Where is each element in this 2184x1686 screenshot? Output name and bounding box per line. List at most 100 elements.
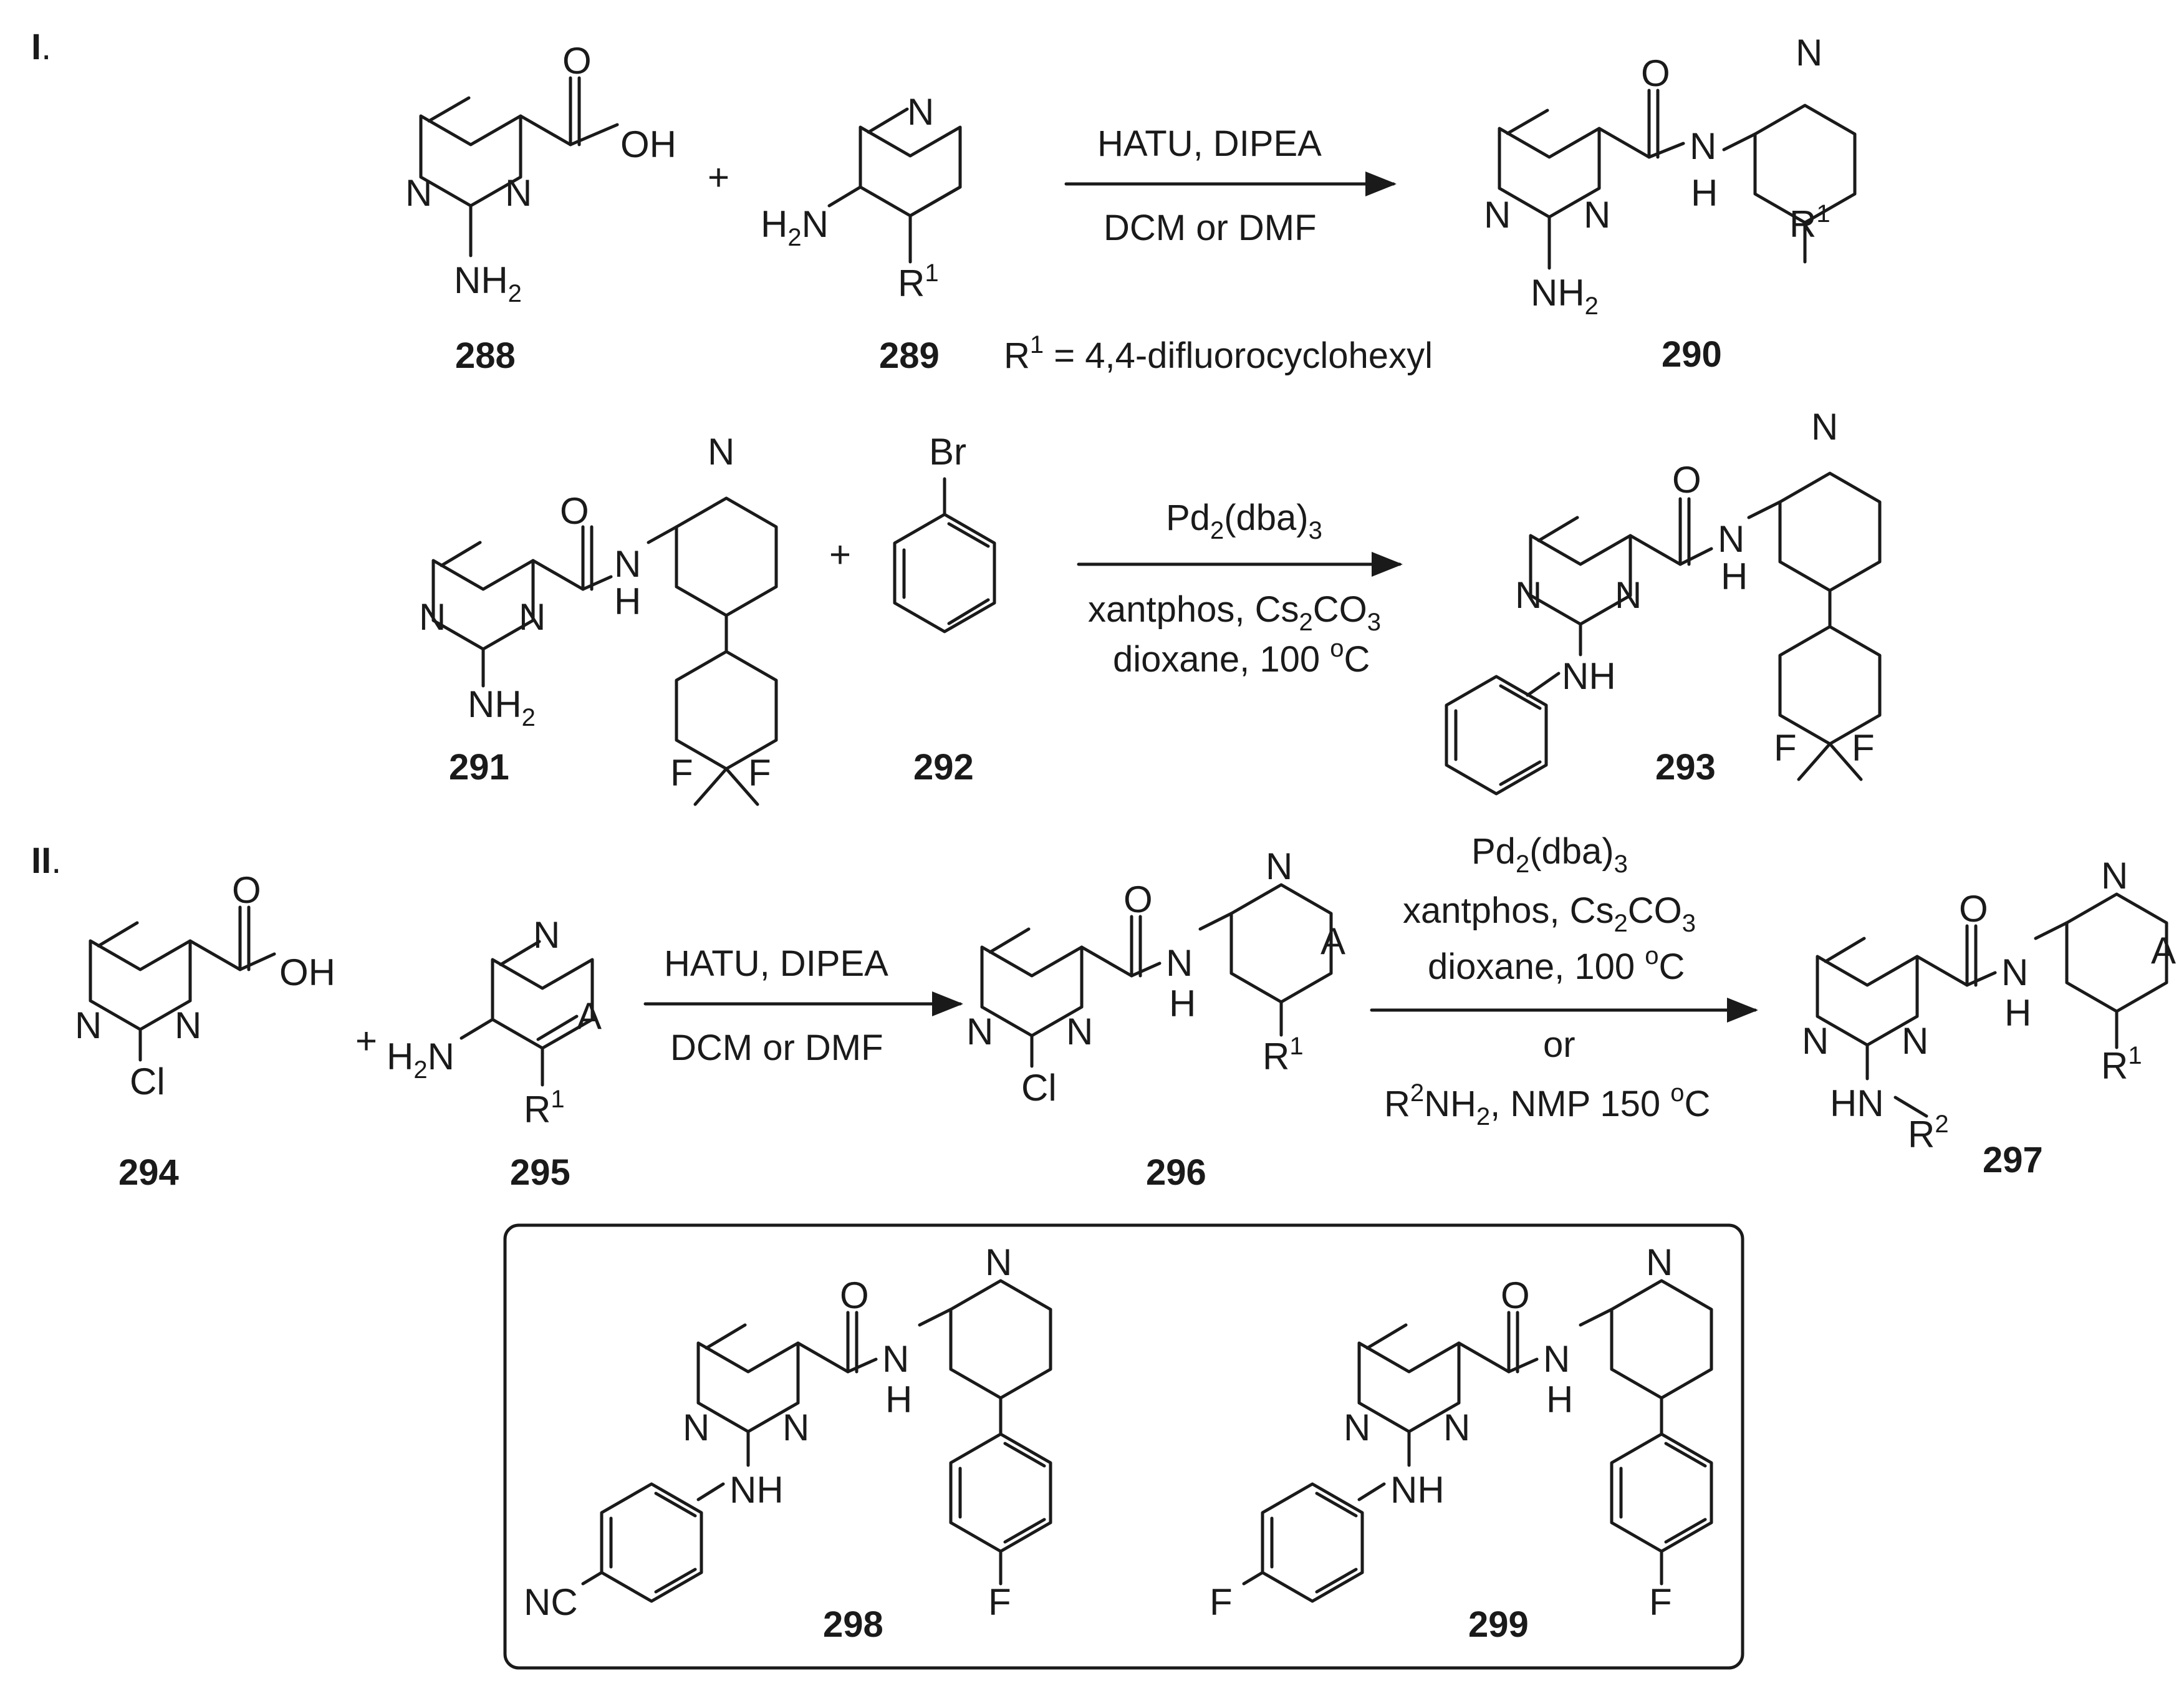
section-label-I: I. [31, 27, 51, 67]
atom-R1: R1 [524, 1086, 565, 1130]
atom-OH: OH [620, 123, 676, 165]
atom-NC: NC [524, 1581, 578, 1623]
atom-N: N [1543, 1338, 1570, 1380]
atom-O: O [1672, 459, 1701, 501]
condition-step3-bottom: DCM or DMF [670, 1028, 883, 1068]
atom-N: N [1796, 32, 1822, 74]
atom-R2: R2 [1908, 1110, 1949, 1155]
compound-label-293: 293 [1655, 747, 1716, 788]
atom-O: O [1641, 52, 1670, 94]
atom-A: A [1321, 920, 1345, 962]
compound-label-294: 294 [118, 1152, 179, 1193]
atom-O: O [560, 490, 589, 532]
atom-N: N [1802, 1020, 1829, 1062]
plus-sign: + [708, 157, 729, 198]
atom-N: N [505, 172, 532, 214]
atom-O: O [1501, 1274, 1530, 1316]
atom-R1: R1 [2101, 1042, 2142, 1087]
atom-N: N [1718, 518, 1744, 560]
condition-step4-or: or [1543, 1024, 1575, 1065]
atom-N: N [882, 1338, 909, 1380]
structure-299: O N H N N N NH F F [1210, 1241, 1713, 1623]
atom-N: N [985, 1241, 1012, 1283]
atom-Br: Br [929, 431, 966, 473]
atom-NH2: NH2 [1531, 272, 1599, 320]
atom-A: A [2151, 930, 2176, 971]
condition-step1-top: HATU, DIPEA [1097, 123, 1322, 164]
atom-R1: R1 [1789, 200, 1830, 245]
atom-N: N [782, 1407, 809, 1448]
structure-288: O OH N N NH2 [405, 40, 676, 307]
plus-sign: + [829, 534, 851, 576]
atom-F: F [1852, 727, 1875, 769]
atom-O: O [1123, 879, 1153, 920]
condition-step4-line3: dioxane, 100 oC [1428, 942, 1685, 987]
plus-sign: + [355, 1020, 377, 1062]
atom-N: N [1584, 194, 1610, 236]
atom-N: N [1344, 1407, 1370, 1448]
atom-NH2: NH2 [454, 259, 522, 307]
atom-OH: OH [279, 951, 335, 993]
atom-R1: R1 [1263, 1033, 1304, 1077]
atom-N: N [75, 1004, 102, 1046]
atom-A: A [577, 995, 602, 1037]
structure-295: N A H2N R1 [387, 914, 602, 1130]
condition-step4-line1: Pd2(dba)3 [1471, 831, 1628, 878]
compound-label-290: 290 [1662, 334, 1722, 375]
atom-N: N [533, 914, 560, 956]
atom-Cl: Cl [130, 1061, 165, 1102]
atom-N: N [2101, 855, 2128, 897]
compound-label-297: 297 [1983, 1140, 2043, 1180]
atom-O: O [840, 1274, 869, 1316]
atom-N: N [519, 596, 546, 638]
atom-N: N [1646, 1241, 1673, 1283]
structure-296: O N H N A N N Cl R1 [966, 845, 1345, 1109]
atom-N: N [1443, 1407, 1470, 1448]
atom-NH: NH [1390, 1469, 1445, 1511]
atom-N: N [683, 1407, 710, 1448]
atom-N: N [1484, 194, 1511, 236]
atom-N: N [966, 1011, 993, 1053]
atom-H2N: H2N [761, 203, 829, 251]
atom-F: F [1210, 1581, 1233, 1623]
atom-Cl: Cl [1021, 1067, 1057, 1109]
atom-H: H [1169, 983, 1196, 1024]
structure-289: N H2N R1 [761, 91, 962, 304]
atom-HN: HN [1830, 1082, 1884, 1124]
atom-N: N [175, 1004, 201, 1046]
atom-F: F [988, 1581, 1011, 1623]
structure-294: O OH N N Cl [75, 869, 335, 1102]
atom-R1: R1 [898, 259, 939, 304]
compound-label-289: 289 [879, 335, 940, 376]
atom-N: N [907, 91, 934, 133]
structure-292: Br [893, 431, 996, 633]
atom-F: F [1774, 727, 1797, 769]
atom-N: N [1690, 125, 1716, 167]
condition-step2-line1: Pd2(dba)3 [1166, 498, 1322, 544]
atom-H: H [1721, 556, 1748, 597]
atom-N: N [1166, 942, 1193, 984]
compound-label-298: 298 [823, 1604, 883, 1645]
atom-O: O [562, 40, 592, 82]
compound-label-296: 296 [1146, 1152, 1206, 1193]
atom-F: F [748, 752, 771, 794]
atom-NH2: NH2 [468, 683, 536, 731]
condition-step1-bottom: DCM or DMF [1104, 208, 1317, 248]
structure-290: O N H N N N NH2 R1 [1484, 32, 1857, 320]
atom-H: H [614, 580, 641, 622]
atom-H: H [2004, 992, 2031, 1034]
condition-step3-top: HATU, DIPEA [664, 943, 888, 984]
atom-F: F [1649, 1581, 1672, 1623]
compound-label-288: 288 [455, 335, 516, 376]
r1-definition: R1 = 4,4-difluorocyclohexyl [1004, 331, 1433, 376]
atom-O: O [232, 869, 261, 911]
atom-N: N [614, 543, 641, 585]
atom-N: N [1066, 1011, 1093, 1053]
atom-N: N [1515, 574, 1542, 616]
compound-label-291: 291 [449, 747, 509, 788]
atom-N: N [419, 596, 446, 638]
atom-N: N [1902, 1020, 1928, 1062]
atom-H: H [1546, 1379, 1573, 1420]
condition-step4-line2: xantphos, Cs2CO3 [1403, 890, 1696, 937]
